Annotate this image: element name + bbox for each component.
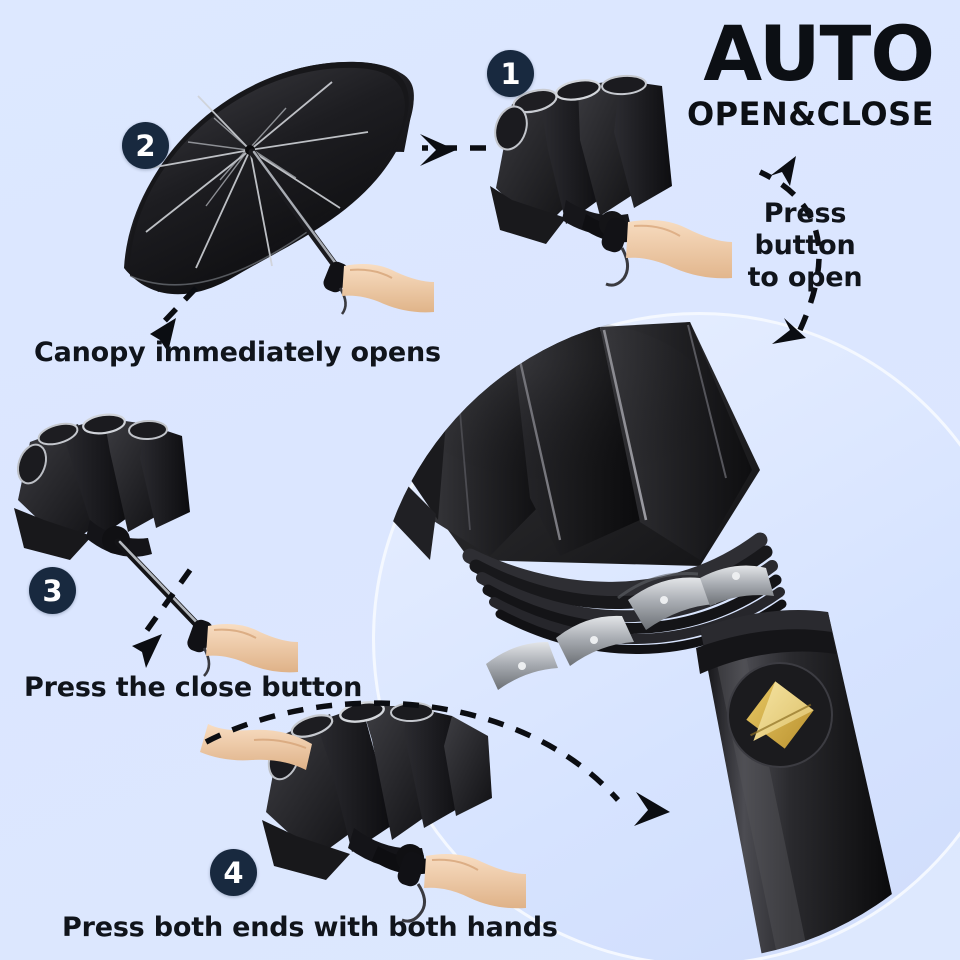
caption-step-3: Press the close button: [24, 672, 363, 703]
step-badge-1: 1: [487, 50, 534, 97]
step-4-folded-umbrella: [262, 701, 492, 923]
step-3-folded-umbrella: [14, 413, 213, 677]
hand-icon-step-4-handle: [424, 854, 526, 909]
hand-icon-step-3: [206, 624, 298, 673]
hand-icon-step-4-canopy: [200, 724, 312, 770]
arrow-path-4-to-hero: [204, 700, 621, 802]
headline-auto: AUTO: [703, 9, 935, 98]
step-badge-4: 4: [210, 849, 257, 896]
dashed-arrow-icon-heads: [132, 134, 806, 826]
hand-icon-step-2: [342, 264, 434, 313]
step-2-open-umbrella: [124, 61, 414, 315]
step-badge-3: 3: [29, 567, 76, 614]
gold-diamond-logo-icon: [727, 662, 833, 768]
arrow-path-hero-to-1: [758, 169, 822, 332]
hero-rib-joints: [486, 565, 774, 690]
headline-block: AUTO OPEN&CLOSE: [686, 9, 935, 133]
step-1-folded-umbrella: [490, 74, 672, 287]
headline-open-close: OPEN&CLOSE: [686, 95, 934, 133]
caption-step-1: Press button to open: [747, 198, 863, 293]
hand-icon-step-1: [626, 220, 732, 279]
arrow-path-2-to-caption: [154, 286, 198, 332]
caption-step-4: Press both ends with both hands: [62, 912, 558, 943]
arrow-path-3-to-caption: [137, 568, 193, 642]
caption-step-2: Canopy immediately opens: [34, 337, 441, 368]
step-badge-2: 2: [122, 122, 169, 169]
